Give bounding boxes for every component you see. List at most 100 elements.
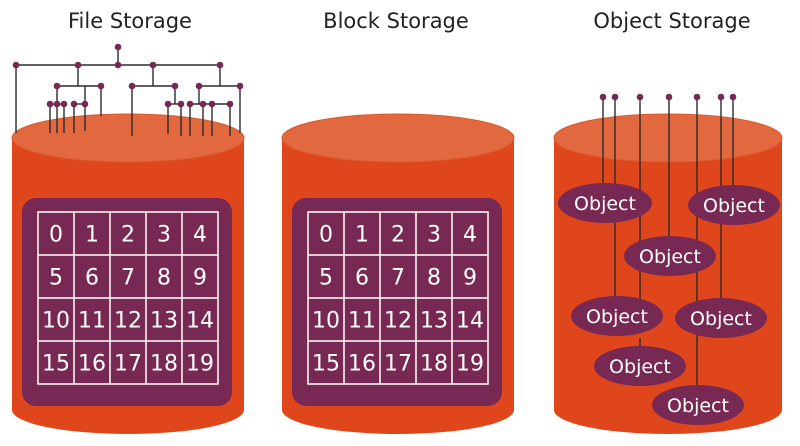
tree-node-dot <box>164 100 172 108</box>
block-grid-cell: 11 <box>348 309 376 334</box>
object-ellipse <box>571 296 663 336</box>
file-grid-cell: 6 <box>85 266 99 291</box>
block-grid-cell: 18 <box>420 352 448 377</box>
block-grid-cell: 17 <box>384 352 412 377</box>
file-grid-cell: 0 <box>49 223 63 248</box>
tree-node-dot <box>216 61 224 69</box>
object-ellipse <box>688 185 780 225</box>
block-grid-cell: 6 <box>355 266 369 291</box>
object-connector-dot <box>636 93 644 101</box>
tree-node-dot <box>97 82 105 90</box>
file-grid-cell: 14 <box>186 309 214 334</box>
object-label: Object <box>586 306 648 328</box>
block-grid-cell: 9 <box>463 266 477 291</box>
tree-node-dot <box>128 82 136 90</box>
object-connector-dot <box>729 93 737 101</box>
file-grid-cell: 16 <box>78 352 106 377</box>
block-grid-cell: 12 <box>384 309 412 334</box>
object-connector-dot <box>599 93 607 101</box>
file-grid-cell: 12 <box>114 309 142 334</box>
object-label: Object <box>639 246 701 268</box>
object-item: Object <box>675 298 767 338</box>
tree-node-dot <box>53 100 61 108</box>
object-label: Object <box>703 195 765 217</box>
block-grid-cell: 1 <box>355 223 369 248</box>
file-grid-cell: 15 <box>42 352 70 377</box>
object-connector-dot <box>693 93 701 101</box>
object-cylinder-body <box>554 138 782 434</box>
file-grid-cell: 5 <box>49 266 63 291</box>
tree-node-dot <box>46 100 54 108</box>
tree-node-dot <box>70 100 78 108</box>
file-grid-cell: 4 <box>193 223 207 248</box>
object-item: Object <box>594 346 686 386</box>
block-grid-cell: 14 <box>456 309 484 334</box>
object-ellipse <box>594 346 686 386</box>
tree-node-dot <box>12 61 20 69</box>
object-label: Object <box>667 395 729 417</box>
object-ellipse <box>652 385 744 425</box>
tree-node-dot <box>74 61 82 69</box>
block-grid-cell: 5 <box>319 266 333 291</box>
tree-node-dot <box>171 82 179 90</box>
object-item: Object <box>652 385 744 425</box>
block-grid-cell: 7 <box>391 266 405 291</box>
block-grid-cell: 13 <box>420 309 448 334</box>
tree-node-dot <box>195 82 203 90</box>
file-cylinder-top <box>11 113 245 163</box>
block-grid-cell: 2 <box>391 223 405 248</box>
object-ellipse <box>675 298 767 338</box>
block-grid-cell: 0 <box>319 223 333 248</box>
file-grid-cell: 18 <box>150 352 178 377</box>
object-item: Object <box>688 185 780 225</box>
object-connector-dot <box>717 93 725 101</box>
tree-node-dot <box>208 100 216 108</box>
block-storage-title: Block Storage <box>323 9 469 33</box>
object-cylinder-top <box>553 113 783 163</box>
tree-node-dot <box>226 100 234 108</box>
file-grid-cell: 19 <box>186 352 214 377</box>
block-grid-cell: 4 <box>463 223 477 248</box>
tree-node-dot <box>60 100 68 108</box>
block-grid-cell: 15 <box>312 352 340 377</box>
block-grid-cell: 16 <box>348 352 376 377</box>
tree-node-dot <box>236 82 244 90</box>
tree-node-dot <box>81 100 89 108</box>
object-item: Object <box>558 183 652 223</box>
block-grid-cell: 19 <box>456 352 484 377</box>
block-grid-cell: 10 <box>312 309 340 334</box>
file-grid-cell: 10 <box>42 309 70 334</box>
file-grid-cell: 8 <box>157 266 171 291</box>
file-grid-cell: 9 <box>193 266 207 291</box>
tree-node-dot <box>149 61 157 69</box>
tree-node-dot <box>177 100 185 108</box>
object-label: Object <box>609 356 671 378</box>
file-grid-cell: 17 <box>114 352 142 377</box>
file-grid-cell: 13 <box>150 309 178 334</box>
file-grid-cell: 3 <box>157 223 171 248</box>
tree-node-dot <box>114 61 122 69</box>
object-storage-title: Object Storage <box>593 9 751 33</box>
tree-node-dot <box>114 43 122 51</box>
file-grid-cell: 2 <box>121 223 135 248</box>
object-connector-dot <box>665 93 673 101</box>
file-grid-cell: 7 <box>121 266 135 291</box>
tree-node-dot <box>186 100 194 108</box>
object-connector-dot <box>611 93 619 101</box>
object-item: Object <box>624 236 716 276</box>
tree-node-dot <box>53 82 61 90</box>
file-grid-cell: 11 <box>78 309 106 334</box>
file-hierarchy-tree <box>12 43 244 136</box>
object-label: Object <box>574 193 636 215</box>
object-ellipse <box>558 183 652 223</box>
object-label: Object <box>690 308 752 330</box>
object-item: Object <box>571 296 663 336</box>
tree-node-dot <box>199 100 207 108</box>
file-storage-title: File Storage <box>68 9 192 33</box>
object-ellipse <box>624 236 716 276</box>
block-grid-cell: 3 <box>427 223 441 248</box>
